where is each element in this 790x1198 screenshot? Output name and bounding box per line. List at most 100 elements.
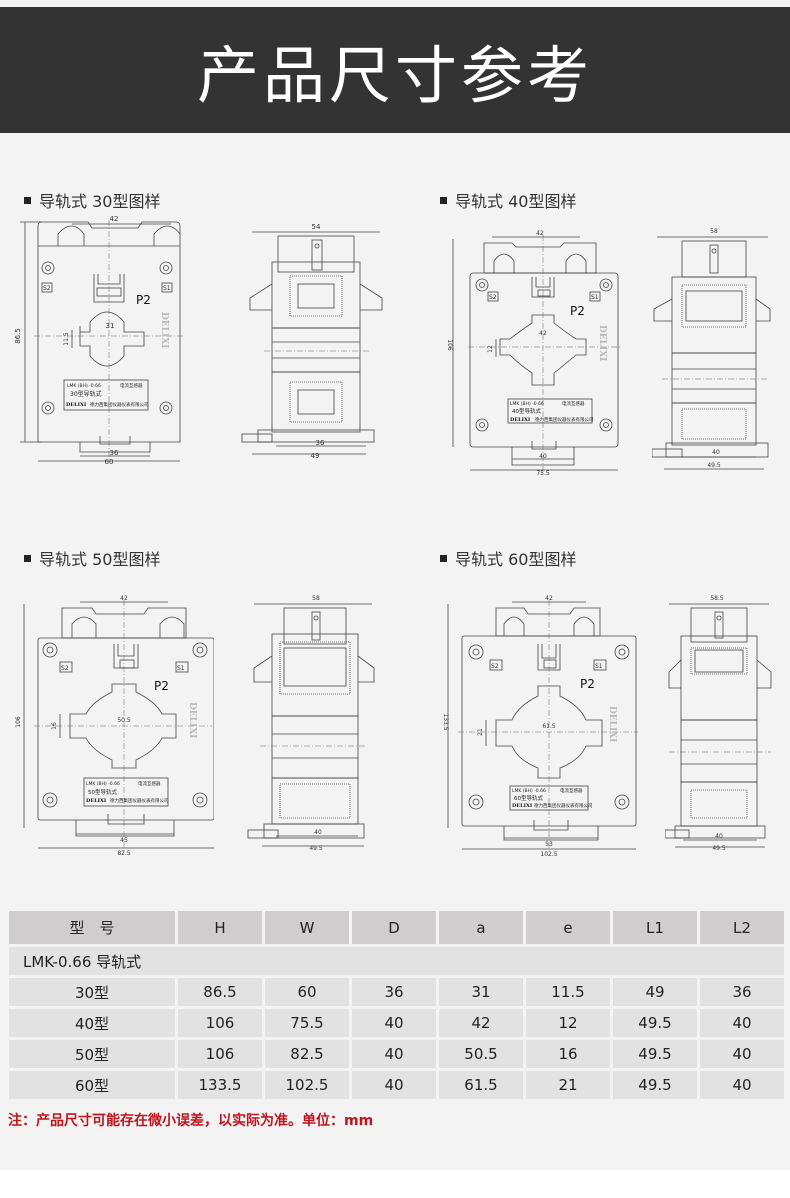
cell-h: 86.5 bbox=[178, 978, 262, 1006]
cell-w: 102.5 bbox=[265, 1071, 349, 1099]
cell-h: 106 bbox=[178, 1009, 262, 1037]
svg-text:S2: S2 bbox=[489, 294, 497, 301]
svg-text:LMK (BH) -0.66: LMK (BH) -0.66 bbox=[512, 788, 546, 794]
svg-text:DELIXI: DELIXI bbox=[66, 402, 87, 408]
svg-text:DELIXI: DELIXI bbox=[187, 702, 197, 738]
svg-text:42: 42 bbox=[545, 595, 553, 602]
header-a: a bbox=[439, 911, 523, 944]
svg-text:40: 40 bbox=[715, 833, 723, 840]
square-bullet-icon bbox=[440, 196, 447, 204]
square-bullet-icon bbox=[440, 554, 447, 562]
svg-text:S1: S1 bbox=[591, 294, 599, 301]
svg-text:德力西集团仪器仪表有限公司: 德力西集团仪器仪表有限公司 bbox=[90, 401, 149, 408]
svg-text:P2: P2 bbox=[580, 677, 595, 691]
svg-text:58: 58 bbox=[312, 595, 320, 602]
cell-l1: 49.5 bbox=[613, 1009, 697, 1037]
svg-text:40: 40 bbox=[712, 449, 720, 456]
svg-text:42: 42 bbox=[536, 230, 544, 237]
svg-text:61.5: 61.5 bbox=[542, 723, 556, 730]
cell-l1: 49.5 bbox=[613, 1071, 697, 1099]
svg-text:36: 36 bbox=[316, 439, 325, 447]
svg-text:LMK (BH) -0.66: LMK (BH) -0.66 bbox=[67, 383, 101, 389]
svg-text:DELIXI: DELIXI bbox=[510, 417, 531, 423]
svg-text:106: 106 bbox=[15, 716, 22, 728]
header-w: W bbox=[265, 911, 349, 944]
svg-text:49.5: 49.5 bbox=[707, 462, 721, 469]
table-group-row: LMK-0.66 导轨式 bbox=[9, 947, 784, 975]
cell-e: 11.5 bbox=[526, 978, 610, 1006]
header-e: e bbox=[526, 911, 610, 944]
cell-model: 50型 bbox=[9, 1040, 175, 1068]
svg-text:45: 45 bbox=[120, 837, 128, 844]
svg-text:P2: P2 bbox=[136, 293, 151, 307]
svg-text:DELIXI: DELIXI bbox=[86, 798, 107, 804]
svg-text:42: 42 bbox=[539, 330, 547, 337]
svg-text:40: 40 bbox=[314, 829, 322, 836]
table-row: 40型 106 75.5 40 42 12 49.5 40 bbox=[9, 1009, 784, 1037]
svg-text:82.5: 82.5 bbox=[117, 850, 131, 857]
dimension-note: 注：产品尺寸可能存在微小误差，以实际为准。单位：mm bbox=[8, 1113, 374, 1129]
cell-w: 60 bbox=[265, 978, 349, 1006]
front-view-drawing-60: 42 133.5 61.5 21 53 102.5 P2 S2 S1 DELIX… bbox=[440, 592, 640, 857]
svg-text:S1: S1 bbox=[595, 663, 603, 670]
svg-text:12: 12 bbox=[487, 345, 494, 353]
svg-text:86.5: 86.5 bbox=[14, 328, 22, 344]
group-label: LMK-0.66 导轨式 bbox=[9, 947, 784, 975]
svg-text:P2: P2 bbox=[570, 304, 585, 318]
table-header-row: 型 号 H W D a e L1 L2 bbox=[9, 911, 784, 944]
section-heading-50: 导轨式 50型图样 bbox=[24, 546, 160, 570]
cell-model: 40型 bbox=[9, 1009, 175, 1037]
square-bullet-icon bbox=[24, 554, 31, 562]
section-title: 导轨式 30型图样 bbox=[39, 192, 161, 211]
cell-e: 16 bbox=[526, 1040, 610, 1068]
svg-text:133.5: 133.5 bbox=[442, 713, 449, 730]
section-title: 导轨式 40型图样 bbox=[455, 192, 577, 211]
section-heading-60: 导轨式 60型图样 bbox=[440, 546, 576, 570]
section-title: 导轨式 50型图样 bbox=[39, 550, 161, 569]
svg-text:40: 40 bbox=[539, 453, 547, 460]
svg-text:30型导轨式: 30型导轨式 bbox=[70, 390, 102, 398]
header-d: D bbox=[352, 911, 436, 944]
cell-e: 21 bbox=[526, 1071, 610, 1099]
svg-text:58.5: 58.5 bbox=[710, 595, 724, 602]
svg-text:11.5: 11.5 bbox=[63, 332, 70, 346]
svg-text:31: 31 bbox=[106, 322, 115, 330]
svg-text:电流互感器: 电流互感器 bbox=[120, 382, 143, 389]
svg-text:S1: S1 bbox=[163, 285, 171, 292]
header-l2: L2 bbox=[700, 911, 784, 944]
svg-text:36: 36 bbox=[110, 449, 119, 457]
side-view-drawing-50: 58 40 49.5 bbox=[246, 590, 376, 850]
svg-text:16: 16 bbox=[51, 722, 58, 730]
section-heading-30: 导轨式 30型图样 bbox=[24, 188, 160, 212]
cell-a: 31 bbox=[439, 978, 523, 1006]
svg-text:电流互感器: 电流互感器 bbox=[562, 400, 585, 407]
svg-text:21: 21 bbox=[477, 728, 484, 736]
table-row: 60型 133.5 102.5 40 61.5 21 49.5 40 bbox=[9, 1071, 784, 1099]
cell-a: 42 bbox=[439, 1009, 523, 1037]
svg-text:LMK (BH) -0.66: LMK (BH) -0.66 bbox=[86, 781, 120, 787]
cell-l1: 49.5 bbox=[613, 1040, 697, 1068]
side-view-drawing-30: 54 36 49 bbox=[240, 218, 400, 458]
section-title: 导轨式 60型图样 bbox=[455, 550, 577, 569]
page-title: 产品尺寸参考 bbox=[196, 39, 593, 112]
svg-text:S2: S2 bbox=[43, 285, 51, 292]
cell-a: 61.5 bbox=[439, 1071, 523, 1099]
cell-w: 75.5 bbox=[265, 1009, 349, 1037]
header-l1: L1 bbox=[613, 911, 697, 944]
svg-text:S1: S1 bbox=[177, 665, 185, 672]
table-row: 50型 106 82.5 40 50.5 16 49.5 40 bbox=[9, 1040, 784, 1068]
cell-d: 36 bbox=[352, 978, 436, 1006]
cell-w: 82.5 bbox=[265, 1040, 349, 1068]
svg-text:DELIXI: DELIXI bbox=[159, 312, 169, 348]
svg-text:40型导轨式: 40型导轨式 bbox=[512, 407, 541, 415]
front-view-drawing-30: 42 86.5 31 11.5 36 60 P2 S2 S1 DELIXI LM… bbox=[14, 212, 189, 464]
cell-d: 40 bbox=[352, 1071, 436, 1099]
svg-text:LMK (BH) -0.66: LMK (BH) -0.66 bbox=[510, 401, 544, 407]
cell-d: 40 bbox=[352, 1040, 436, 1068]
table-row: 30型 86.5 60 36 31 11.5 49 36 bbox=[9, 978, 784, 1006]
dimension-table: 型 号 H W D a e L1 L2 LMK-0.66 导轨式 30型 86.… bbox=[6, 908, 787, 1102]
svg-text:60: 60 bbox=[105, 458, 114, 464]
svg-text:54: 54 bbox=[312, 223, 321, 231]
svg-text:DELIXI: DELIXI bbox=[607, 706, 617, 742]
svg-text:75.5: 75.5 bbox=[536, 470, 550, 475]
